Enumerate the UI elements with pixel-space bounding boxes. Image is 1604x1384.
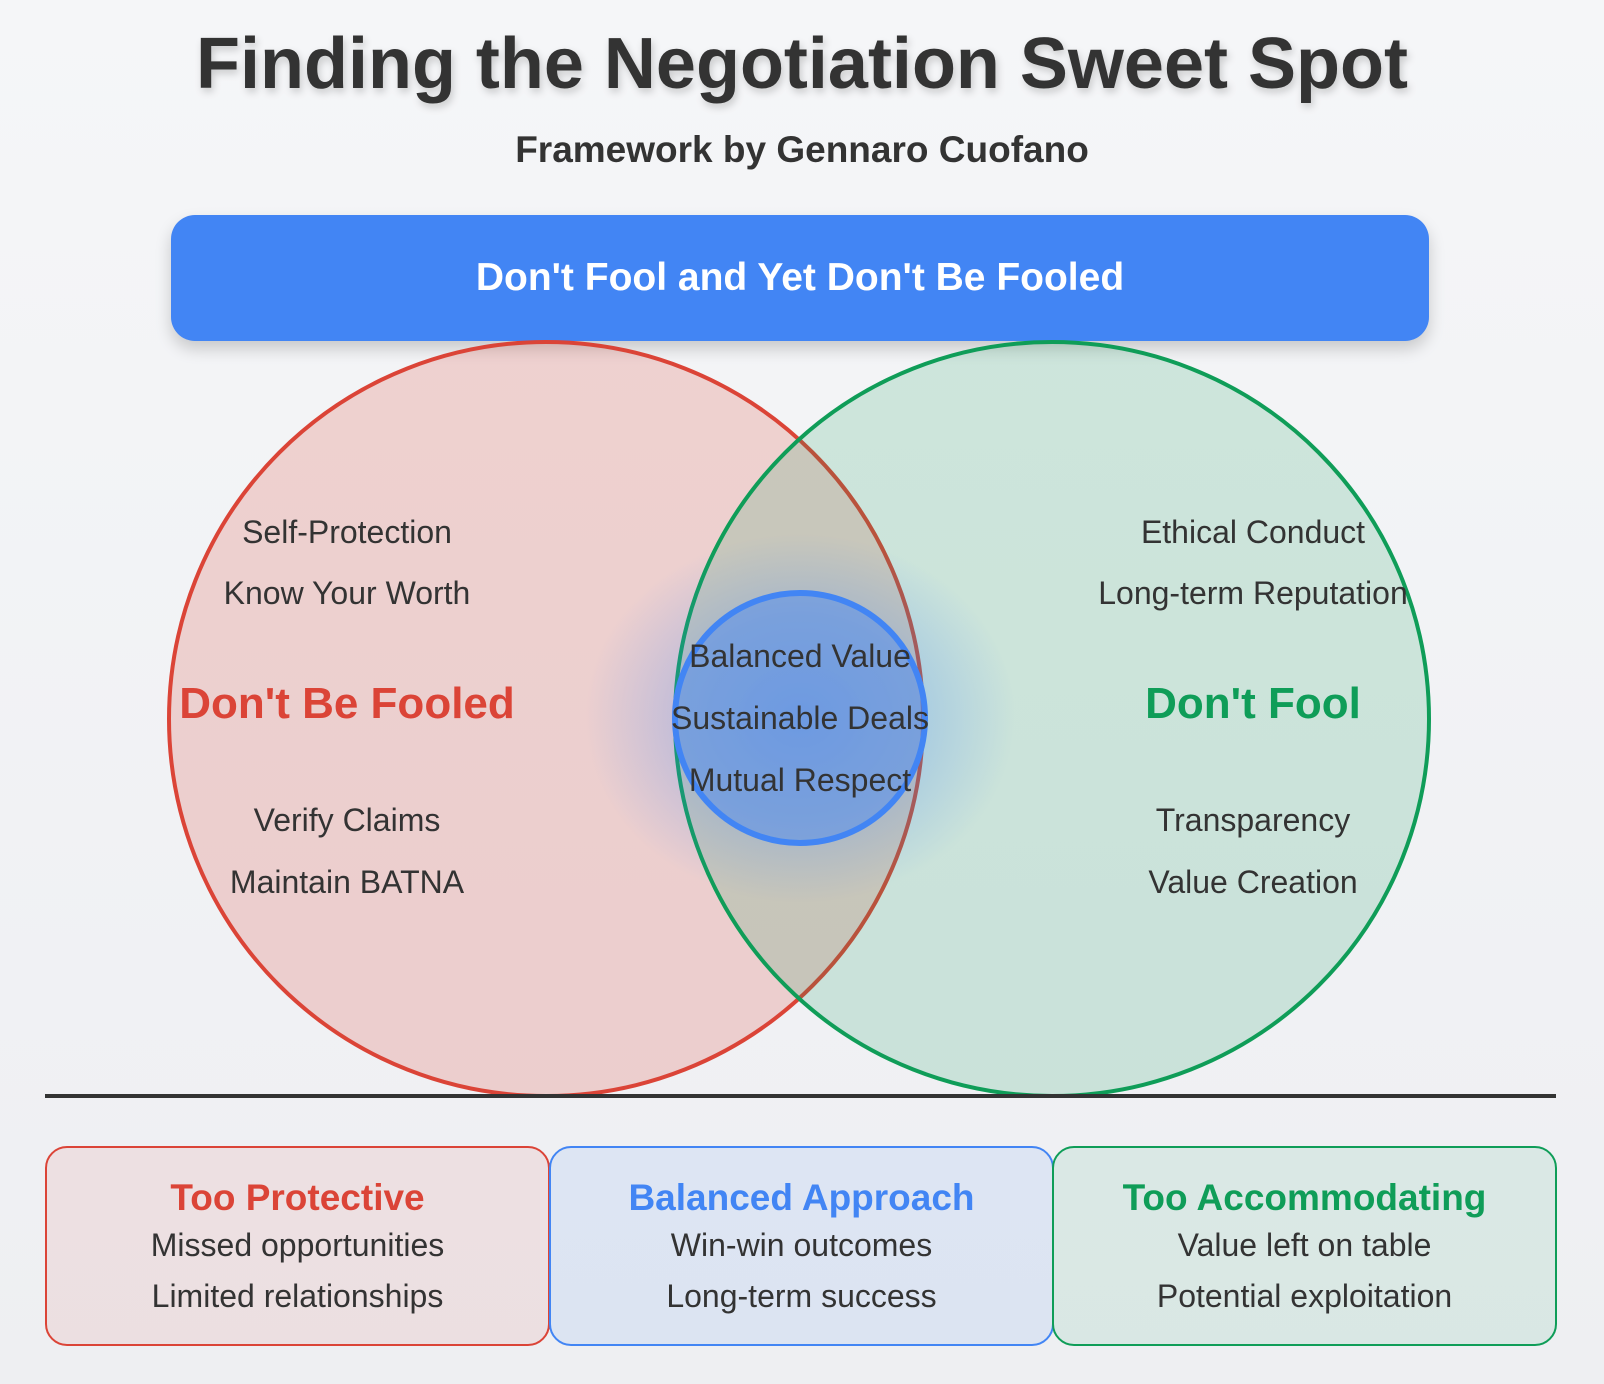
center-item: Mutual Respect: [688, 762, 912, 798]
outcome-line: Limited relationships: [151, 1278, 444, 1314]
outcome-card-balanced-approach: Balanced Approach Win-win outcomes Long-…: [549, 1146, 1054, 1346]
outcome-line: Win-win outcomes: [670, 1227, 933, 1263]
page-title: Finding the Negotiation Sweet Spot: [196, 24, 1408, 104]
outcome-card-too-accommodating: Too Accommodating Value left on table Po…: [1052, 1146, 1557, 1346]
principle-banner: Don't Fool and Yet Don't Be Fooled: [171, 215, 1429, 341]
right-item: Ethical Conduct: [1140, 514, 1366, 550]
page-subtitle: Framework by Gennaro Cuofano: [515, 129, 1089, 170]
outcome-line: Value left on table: [1177, 1227, 1432, 1263]
dont-fool-heading: Don't Fool: [1145, 679, 1361, 728]
sweet-spot-glow: [585, 533, 1015, 903]
center-item: Sustainable Deals: [671, 700, 929, 736]
sweet-spot-circle: [672, 590, 928, 846]
outcome-title: Too Accommodating: [1122, 1177, 1487, 1218]
right-item: Transparency: [1155, 802, 1351, 838]
left-item: Maintain BATNA: [229, 864, 465, 900]
outcome-card-too-protective: Too Protective Missed opportunities Limi…: [45, 1146, 550, 1346]
dont-be-fooled-heading: Don't Be Fooled: [179, 679, 515, 728]
outcome-title: Balanced Approach: [628, 1177, 975, 1218]
outcome-line: Long-term success: [666, 1278, 937, 1314]
center-item: Balanced Value: [689, 638, 911, 674]
outcome-title: Too Protective: [170, 1177, 425, 1218]
right-item: Value Creation: [1148, 864, 1358, 900]
right-item: Long-term Reputation: [1098, 575, 1408, 611]
outcome-line: Missed opportunities: [150, 1227, 445, 1263]
left-item: Know Your Worth: [223, 575, 471, 611]
left-item: Self-Protection: [242, 514, 452, 550]
left-item: Verify Claims: [253, 802, 441, 838]
outcome-line: Potential exploitation: [1156, 1278, 1453, 1314]
divider: [45, 1094, 1556, 1098]
banner-text: Don't Fool and Yet Don't Be Fooled: [475, 256, 1125, 299]
